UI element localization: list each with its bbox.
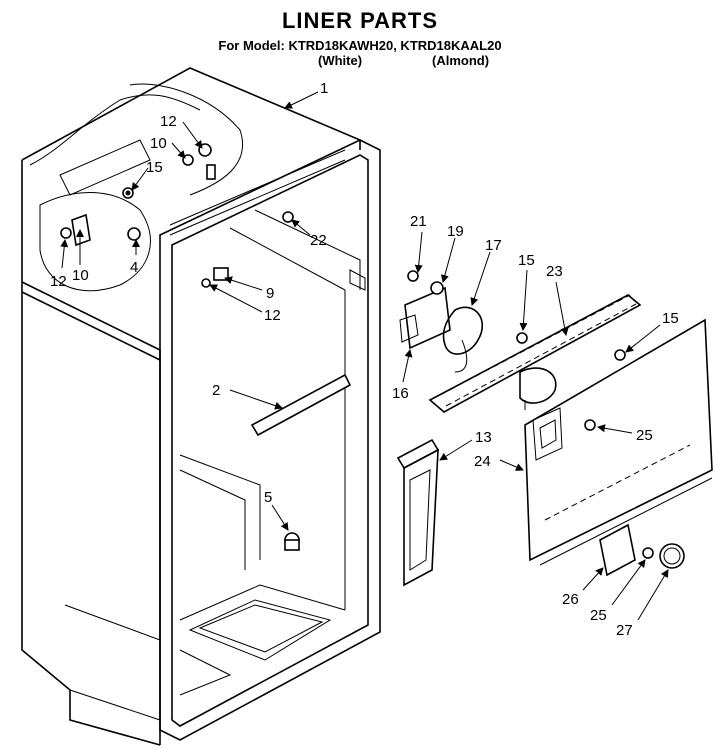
callout-25-upper: 25 — [636, 427, 653, 444]
callout-23: 23 — [546, 263, 563, 280]
callout-12-top: 12 — [160, 113, 177, 130]
callout-10-top: 10 — [150, 135, 167, 152]
liner-hardware — [60, 143, 352, 551]
callout-21: 21 — [410, 213, 427, 230]
variant-almond: (Almond) — [432, 53, 490, 68]
freezer-back-panel-part-24 — [524, 318, 713, 566]
callout-24: 24 — [474, 453, 491, 470]
callout-10-left: 10 — [72, 267, 89, 284]
callout-2: 2 — [212, 382, 220, 399]
callout-27: 27 — [616, 622, 633, 639]
callout-26: 26 — [562, 591, 579, 608]
callout-12-mid: 12 — [264, 307, 281, 324]
fan-motor-assembly — [399, 270, 484, 373]
diagram-title: LINER PARTS — [281, 8, 439, 33]
callout-17: 17 — [485, 237, 502, 254]
callout-15-top: 15 — [146, 159, 163, 176]
callout-13: 13 — [475, 429, 492, 446]
callout-19: 19 — [447, 223, 464, 240]
callout-4: 4 — [130, 259, 138, 276]
callout-16: 16 — [392, 385, 409, 402]
callout-1: 1 — [320, 80, 328, 97]
callout-15-center: 15 — [518, 252, 535, 269]
cabinet-liner — [21, 67, 381, 746]
model-numbers: For Model: KTRD18KAWH20, KTRD18KAAL20 — [218, 38, 502, 53]
leader-lines — [60, 91, 669, 621]
air-duct-part-13 — [396, 438, 440, 587]
callout-12-left: 12 — [50, 273, 67, 290]
control-knob-assembly — [599, 523, 685, 577]
variant-white: (White) — [318, 53, 363, 68]
callout-15-right: 15 — [662, 310, 679, 327]
callout-labels: 1 12 10 15 12 10 4 22 9 12 2 5 21 19 17 … — [50, 80, 679, 639]
callout-5: 5 — [264, 489, 272, 506]
callout-9: 9 — [266, 285, 274, 302]
callout-25-lower: 25 — [590, 607, 607, 624]
callout-22: 22 — [310, 232, 327, 249]
